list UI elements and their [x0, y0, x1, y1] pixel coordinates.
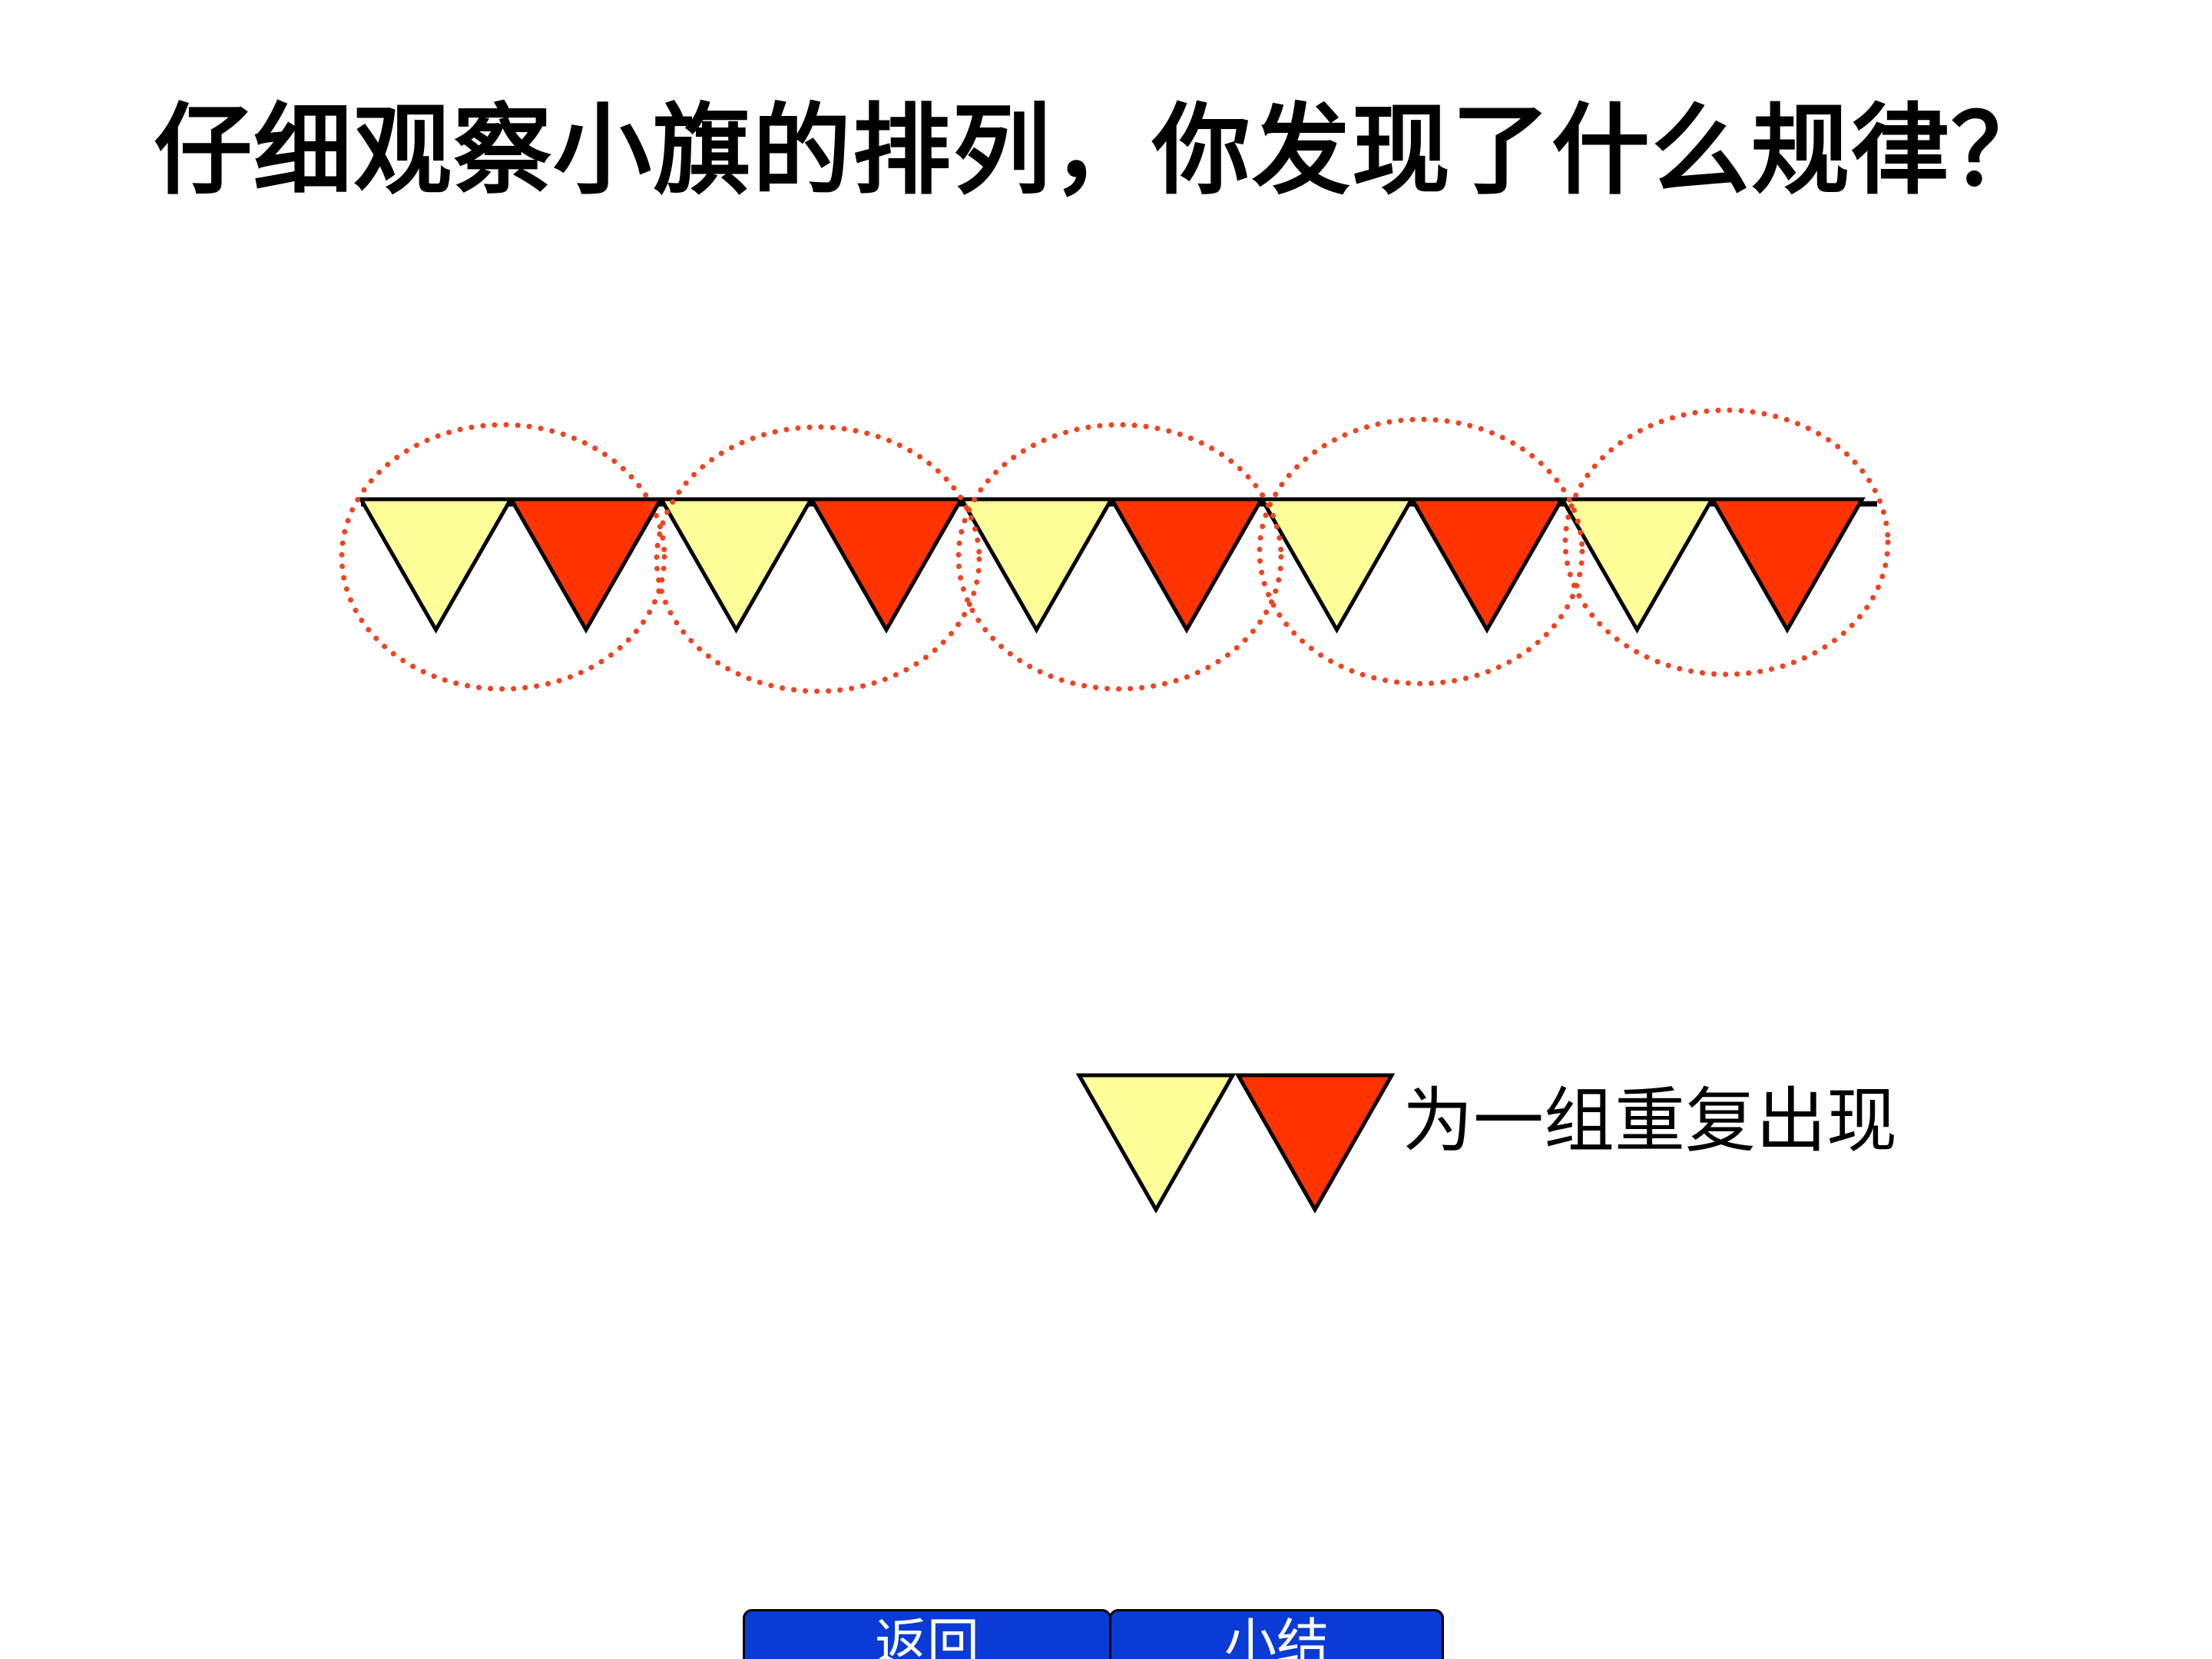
- group-ring: [1257, 416, 1585, 687]
- back-button-label: 返回: [874, 1614, 979, 1659]
- slide-title: 仔细观察小旗的排列，你发现了什么规律？: [154, 94, 2051, 208]
- pattern-caption: 为一组重复出现: [1402, 1080, 1898, 1162]
- flag-row: [357, 497, 1866, 634]
- flag-dark: [508, 497, 664, 634]
- flag-light: [657, 497, 815, 634]
- back-button[interactable]: 返回: [743, 1609, 1111, 1659]
- group-ring: [654, 424, 982, 694]
- example-flag-dark: [1234, 1073, 1396, 1214]
- flag-dark: [1409, 497, 1565, 634]
- summary-button[interactable]: 小结: [1109, 1609, 1444, 1659]
- flag-dark: [1709, 497, 1866, 634]
- group-ring: [339, 422, 667, 692]
- example-flag-light: [1075, 1073, 1237, 1214]
- flag-dark: [1108, 497, 1265, 634]
- group-ring: [955, 422, 1284, 692]
- flag-light: [1258, 497, 1416, 634]
- flag-dark: [808, 497, 965, 634]
- summary-button-label: 小结: [1224, 1614, 1329, 1659]
- group-rings: [339, 407, 1891, 694]
- flag-light: [357, 497, 515, 634]
- flag-light: [1558, 497, 1716, 634]
- group-ring: [1562, 407, 1891, 677]
- flag-light: [958, 497, 1115, 634]
